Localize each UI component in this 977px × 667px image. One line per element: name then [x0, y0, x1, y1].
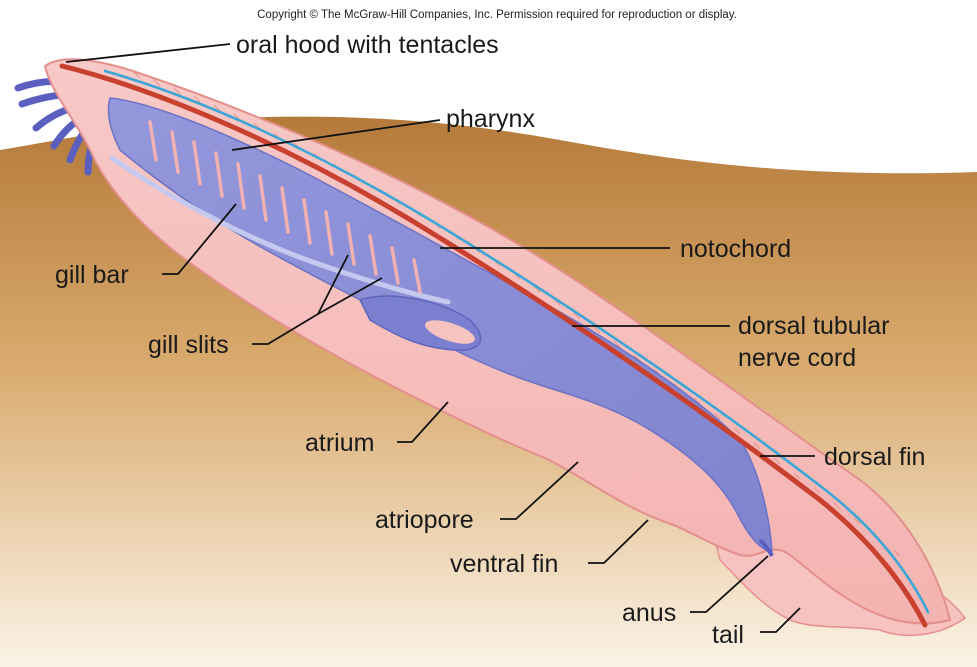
label-gill-bar: gill bar [55, 261, 129, 289]
label-atrium: atrium [305, 429, 374, 457]
label-notochord: notochord [680, 235, 791, 263]
label-dorsal-fin: dorsal fin [824, 443, 925, 471]
label-gill-slits: gill slits [148, 331, 229, 359]
label-atriopore: atriopore [375, 506, 474, 534]
label-dorsal-nerve-cord-1: dorsal tubular [738, 312, 889, 340]
copyright-notice: Copyright © The McGraw-Hill Companies, I… [257, 9, 737, 21]
label-dorsal-nerve-cord-2: nerve cord [738, 344, 856, 372]
label-tail: tail [712, 621, 744, 649]
label-anus: anus [622, 599, 676, 627]
label-oral-hood: oral hood with tentacles [236, 31, 499, 59]
label-ventral-fin: ventral fin [450, 550, 558, 578]
label-pharynx: pharynx [446, 105, 535, 133]
